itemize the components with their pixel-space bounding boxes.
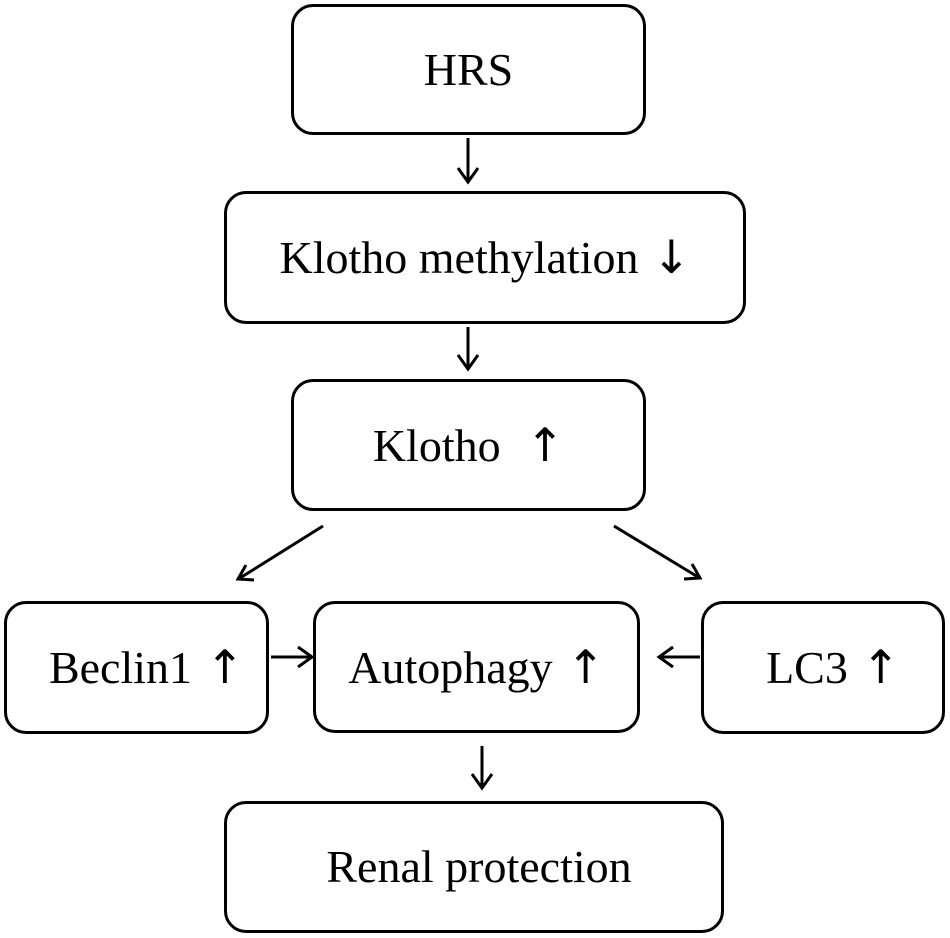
edge-beclin1-to-autophagy-head [297,645,315,669]
node-autophagy: Autophagy ↑ [313,601,640,733]
node-klotho-methylation: Klotho methylation ↓ [224,191,746,324]
edge-lc3-to-autophagy-head [656,645,674,669]
node-klotho-methylation-label: Klotho methylation [279,232,639,283]
edge-methylation-to-klotho-head [456,354,480,372]
edge-klotho-to-beclin1-head [235,564,255,582]
node-beclin1: Beclin1 ↑ [4,601,269,734]
node-beclin1-label: Beclin1 [48,642,193,693]
node-klotho-label: Klotho [372,419,513,471]
edge-klotho-to-lc3-head [683,563,703,581]
node-autophagy-label: Autophagy [348,641,553,693]
edge-klotho-to-beclin1 [239,524,324,580]
up-arrow-icon: ↑ [205,640,245,694]
up-arrow-icon: ↑ [861,640,900,694]
node-hrs-label: HRS [423,43,514,95]
node-lc3: LC3 ↑ [701,601,945,734]
node-lc3-label: LC3 [766,642,848,693]
node-hrs: HRS [291,4,646,135]
node-renal-protection: Renal protection [224,801,724,933]
edge-klotho-to-lc3 [613,524,699,579]
node-klotho: Klotho ↑ [291,379,646,511]
node-renal-protection-label: Renal protection [326,841,632,892]
up-arrow-icon: ↑ [566,639,605,694]
edge-hrs-to-methylation-head [456,167,480,185]
down-arrow-icon: ↓ [651,230,691,284]
edge-autophagy-to-renal-head [470,773,494,791]
up-arrow-icon: ↑ [525,417,565,472]
